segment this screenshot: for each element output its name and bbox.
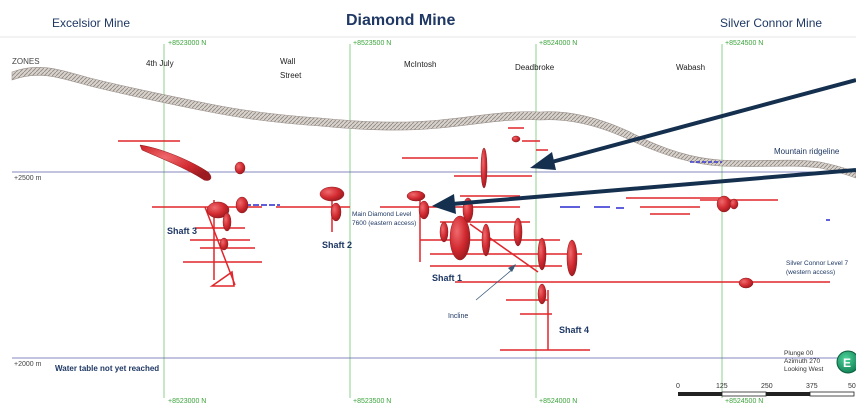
svg-text:+8524500 N: +8524500 N <box>725 40 763 47</box>
zone-street: Street <box>280 71 302 80</box>
northing-labels-top: +8523000 N +8523500 N +8524000 N +852450… <box>168 40 763 47</box>
terrain-ridgeline <box>11 67 856 179</box>
svg-text:+8523000 N: +8523000 N <box>168 398 206 405</box>
northing-gridlines <box>163 44 723 398</box>
svg-text:250: 250 <box>761 383 773 390</box>
zone-4th-july: 4th July <box>146 59 174 68</box>
excelsior-mine-title: Excelsior Mine <box>52 16 130 30</box>
svg-text:0: 0 <box>676 383 680 390</box>
water-table-label: Water table not yet reached <box>55 364 159 373</box>
compass-icon: E <box>836 350 856 374</box>
elevation-lines <box>12 171 856 359</box>
shaft-3-label: Shaft 3 <box>167 226 197 236</box>
svg-text:+8524000 N: +8524000 N <box>539 40 577 47</box>
zone-wabash: Wabash <box>676 63 705 72</box>
azimuth-text: Azimuth 270 <box>784 358 821 365</box>
underground-workings <box>118 127 830 351</box>
svg-text:+8524500 N: +8524500 N <box>725 398 763 405</box>
zone-mcintosh: McIntosh <box>404 60 436 69</box>
incline-arrow <box>475 267 515 301</box>
svg-text:50: 50 <box>848 383 856 390</box>
main-level-label-1: Main Diamond Level <box>352 211 412 218</box>
zones-label: ZONES <box>12 57 40 66</box>
zone-wall: Wall <box>280 57 295 66</box>
silver-connor-level-label-2: (western access) <box>786 269 835 276</box>
shaft-1-label: Shaft 1 <box>432 273 462 283</box>
northing-labels-bottom: +8523000 N +8523500 N +8524000 N +852450… <box>168 398 763 405</box>
silver-connor-mine-title: Silver Connor Mine <box>720 16 822 30</box>
elevation-2000: +2000 m <box>14 361 42 368</box>
svg-text:+8523000 N: +8523000 N <box>168 40 206 47</box>
ore-bodies <box>139 135 754 305</box>
diamond-mine-title: Diamond Mine <box>346 12 455 29</box>
silver-connor-level-label-1: Silver Connor Level 7 <box>786 260 849 267</box>
svg-text:+8523500 N: +8523500 N <box>353 398 391 405</box>
elevation-2500: +2500 m <box>14 175 42 182</box>
ridgeline-label: Mountain ridgeline <box>774 147 840 156</box>
orientation-block: Plunge 00 Azimuth 270 Looking West <box>784 350 823 373</box>
plunge-text: Plunge 00 <box>784 350 814 357</box>
zone-names: 4th July Wall Street McIntosh Deadbroke … <box>146 57 705 80</box>
svg-text:+8523500 N: +8523500 N <box>353 40 391 47</box>
annotation-arrows <box>432 78 856 214</box>
svg-text:+8524000 N: +8524000 N <box>539 398 577 405</box>
svg-text:125: 125 <box>716 383 728 390</box>
looking-text: Looking West <box>784 366 823 373</box>
incline-label: Incline <box>448 313 468 320</box>
svg-text:E: E <box>843 356 851 370</box>
shaft-2-label: Shaft 2 <box>322 240 352 250</box>
level-traces <box>237 204 830 221</box>
shaft-4-label: Shaft 4 <box>559 325 589 335</box>
zone-deadbroke: Deadbroke <box>515 63 555 72</box>
svg-text:375: 375 <box>806 383 818 390</box>
main-level-label-2: 7600 (eastern access) <box>352 220 416 227</box>
scale-bar: 0 125 250 375 50 <box>676 383 856 397</box>
